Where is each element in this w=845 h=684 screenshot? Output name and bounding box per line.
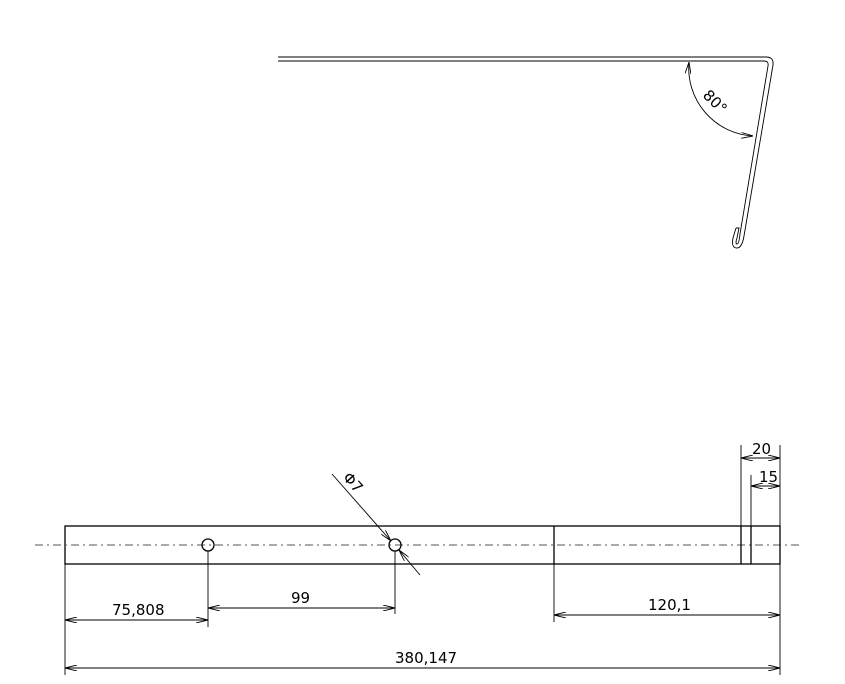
plan-view: 75,808 99 120,1 380,147 20 15 Φ7 [35,440,800,675]
dim-hole1-offset: 75,808 [112,601,165,619]
dim-end-20: 20 [752,440,771,458]
angle-arc [689,62,753,136]
dim-hole-spacing: 99 [291,589,310,607]
dim-overall-length: 380,147 [395,649,457,667]
dim-right-section: 120,1 [648,596,691,614]
dim-end-15: 15 [759,468,778,486]
hole-leader [331,473,391,541]
hole-diameter-label: Φ7 [339,469,367,497]
side-view-profile: 80° [278,56,774,249]
angle-label: 80° [699,86,731,118]
